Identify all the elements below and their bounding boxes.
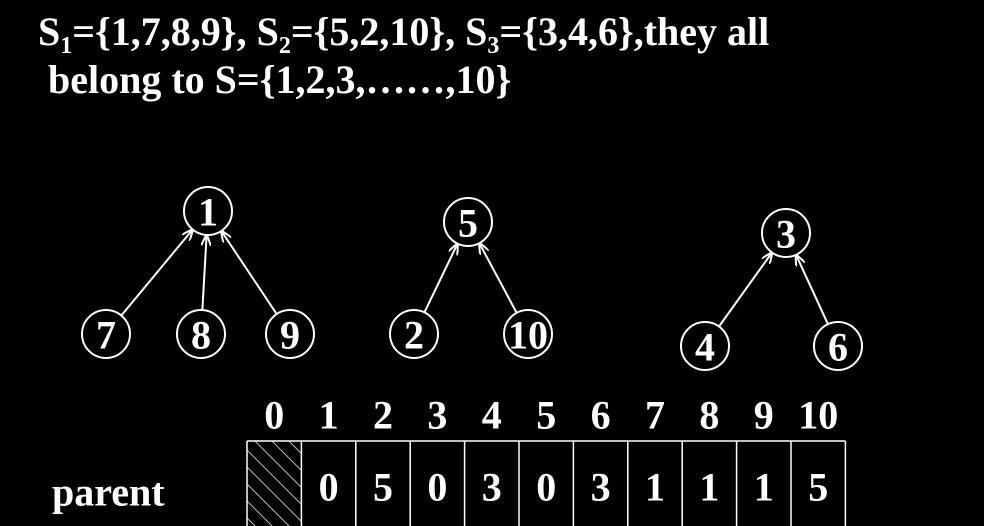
tree-node-2: 2	[389, 309, 439, 359]
array-index-7: 7	[645, 393, 665, 438]
node-circle	[443, 197, 493, 247]
edge-10-to-5	[479, 243, 518, 314]
title-line-1: S1={1,7,8,9}, S2={5,2,10}, S3={3,4,6},th…	[38, 9, 770, 59]
row-label-parent: parent	[52, 470, 165, 515]
tree-root-node-3: 3	[761, 208, 811, 258]
edge-6-to-3	[796, 255, 829, 325]
array-index-4: 4	[482, 393, 502, 438]
tree-node-6: 6	[813, 321, 863, 371]
tree-node-7: 7	[81, 309, 131, 359]
parent-value-5: 0	[536, 465, 556, 510]
node-circle	[183, 186, 233, 236]
tree-node-8: 8	[176, 309, 226, 359]
node-circle	[176, 309, 226, 359]
array-index-0: 0	[264, 393, 284, 438]
tree-node-9: 9	[265, 309, 315, 359]
array-index-1: 1	[319, 393, 339, 438]
node-circle	[81, 309, 131, 359]
node-circle	[680, 321, 730, 371]
parent-value-4: 3	[482, 465, 502, 510]
parent-value-2: 5	[373, 465, 393, 510]
array-index-2: 2	[373, 393, 393, 438]
node-label: 6	[828, 325, 848, 370]
node-label: 2	[404, 313, 424, 358]
parent-value-6: 3	[591, 465, 611, 510]
node-circle	[761, 208, 811, 258]
array-index-10: 10	[798, 393, 838, 438]
tree-root-node-5: 5	[443, 197, 493, 247]
parent-value-1: 0	[319, 465, 339, 510]
parent-value-9: 1	[754, 465, 774, 510]
tree-node-4: 4	[680, 321, 730, 371]
node-circle	[265, 309, 315, 359]
node-circle	[813, 321, 863, 371]
node-label: 7	[96, 313, 116, 358]
edge-7-to-1	[120, 229, 192, 317]
edge-8-to-1	[202, 235, 206, 311]
parent-value-10: 5	[808, 465, 828, 510]
parent-value-3: 0	[427, 465, 447, 510]
array-index-3: 3	[427, 393, 447, 438]
slide-title: S1={1,7,8,9}, S2={5,2,10}, S3={3,4,6},th…	[38, 8, 978, 104]
node-label: 5	[458, 201, 478, 246]
node-label: 10	[508, 313, 548, 358]
node-label: 4	[695, 325, 715, 370]
node-circle	[389, 309, 439, 359]
array-index-5: 5	[536, 393, 556, 438]
edge-9-to-1	[221, 231, 278, 315]
node-label: 8	[191, 313, 211, 358]
node-label: 1	[198, 190, 218, 235]
edge-2-to-5	[423, 244, 457, 313]
parent-value-7: 1	[645, 465, 665, 510]
node-label: 3	[776, 212, 796, 257]
array-index-8: 8	[699, 393, 719, 438]
tree-root-node-1: 1	[183, 186, 233, 236]
tree-node-10: 10	[503, 309, 553, 359]
parent-value-8: 1	[699, 465, 719, 510]
tree-nodes: 7 8 9 1 2 10 5 4 6 3	[81, 186, 863, 371]
unused-cell-hatch	[247, 441, 302, 526]
edge-4-to-3	[718, 253, 772, 328]
tree-edges	[120, 229, 829, 328]
node-circle	[503, 309, 553, 359]
array-index-9: 9	[754, 393, 774, 438]
node-label: 9	[280, 313, 300, 358]
title-line-2: belong to S={1,2,3,……,10}	[48, 57, 512, 102]
array-index-6: 6	[591, 393, 611, 438]
